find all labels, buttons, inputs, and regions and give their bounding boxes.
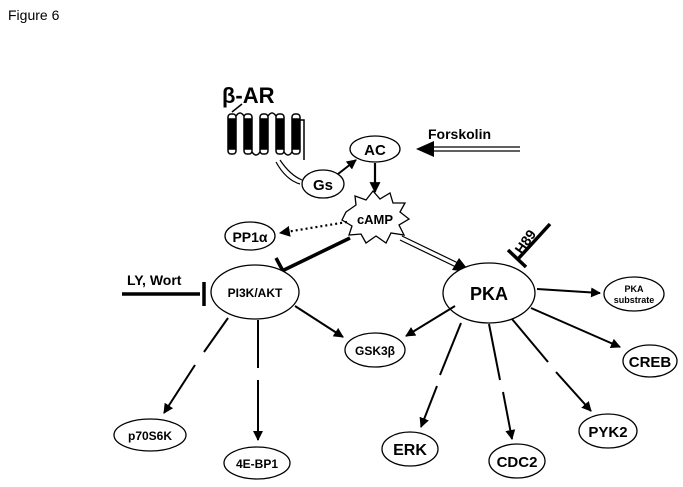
pka-to-creb-arrow (530, 307, 621, 348)
beta-ar-label: β-AR (222, 83, 275, 108)
pi3k-akt-node (210, 264, 300, 320)
camp-to-pp1a-arrow (278, 220, 348, 237)
p70s6k-label: p70S6K (128, 429, 172, 443)
gs-to-ac-arrow (337, 159, 357, 175)
pi3k-to-gsk3b-arrow (294, 305, 344, 338)
creb-node (622, 344, 678, 378)
pp1a-label: PP1α (232, 229, 267, 245)
camp-inhibits-pi3k (283, 236, 351, 272)
4ebp1-label: 4E-BP1 (236, 457, 278, 471)
pi3k-akt-label: PI3K/AKT (228, 286, 283, 300)
creb-label: CREB (629, 354, 672, 371)
pka-to-erk-arrow (419, 385, 438, 428)
pka-to-substrate-arrow (536, 287, 601, 298)
camp-pka-line-1 (401, 235, 459, 264)
ly-wort-label: LY, Wort (127, 272, 182, 288)
pp1a-node (224, 221, 276, 251)
erk-label: ERK (393, 442, 427, 459)
pyk2-node (578, 413, 638, 449)
camp-burst (341, 189, 411, 244)
pka-to-pyk2-arrow (555, 371, 592, 412)
cdc2-node (488, 443, 546, 479)
cdc2-label: CDC2 (497, 454, 538, 471)
pka-to-cdc2-arrow (502, 391, 516, 440)
pyk2-label: PYK2 (588, 424, 627, 441)
ac-label: AC (364, 142, 386, 159)
pka-to-cdc2-seg1 (488, 323, 501, 381)
forskolin-label: Forskolin (428, 126, 491, 142)
pka-to-gsk3b-arrow (405, 305, 456, 337)
pka-substrate-label-2: substrate (614, 295, 655, 305)
pi3k-to-p70s6k-arrow (163, 364, 196, 414)
gs-label: Gs (313, 177, 333, 194)
pka-substrate-label-1: PKA (624, 284, 644, 294)
gs-node (301, 169, 345, 199)
h89-inhibit-bar (506, 248, 528, 269)
4ebp1-node (223, 446, 291, 480)
ac-node (349, 135, 401, 163)
receptor-gs-link-1 (279, 159, 303, 181)
erk-node (381, 431, 439, 467)
pka-label: PKA (470, 284, 508, 304)
forskolin-arrowhead (416, 141, 434, 157)
camp-pka-line-2 (399, 239, 457, 268)
pka-node (442, 262, 536, 324)
gsk3b-label: GSK3β (355, 344, 395, 358)
h89-inhibit-line (516, 222, 552, 261)
figure-label: Figure 6 (8, 7, 60, 23)
pka-to-erk-seg1 (439, 322, 462, 376)
pka-to-pyk2-seg1 (511, 318, 549, 363)
gsk3b-node (344, 332, 406, 368)
pi3k-to-p70-seg1 (203, 317, 229, 353)
receptor-gs-link-2 (275, 161, 301, 185)
pka-substrate-node (603, 276, 665, 312)
p70s6k-node (113, 418, 187, 452)
camp-label: cAMP (357, 212, 393, 227)
receptor-icon (227, 103, 305, 160)
